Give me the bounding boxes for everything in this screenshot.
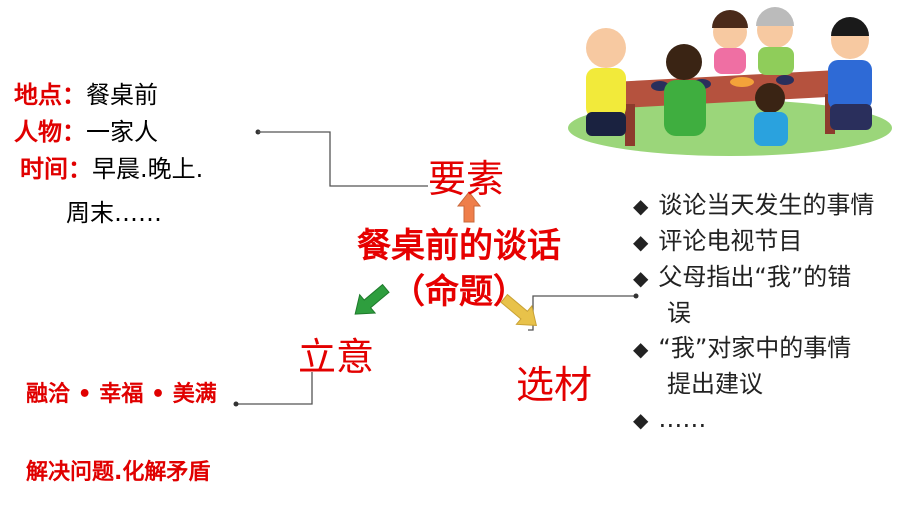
material-item: 父母指出“我”的错 xyxy=(633,260,918,296)
people-key: 人物： xyxy=(14,118,86,146)
node-elements: 要素 xyxy=(428,157,505,201)
people-value: 一家人 xyxy=(86,118,158,146)
material-item: 谈论当天发生的事情 xyxy=(633,188,918,224)
place-value: 餐桌前 xyxy=(86,81,158,109)
time-value: 早晨.晚上. xyxy=(92,155,204,183)
time-value-cont: 周末…… xyxy=(66,199,162,227)
arrow-down-left-icon xyxy=(354,283,390,315)
place-key: 地点： xyxy=(14,81,86,109)
material-list: 谈论当天发生的事情 评论电视节目 父母指出“我”的错 误 “我”对家中的事情 提… xyxy=(633,188,918,438)
material-item-cont: 误 xyxy=(667,299,691,327)
connector-elements xyxy=(255,129,428,187)
time-key: 时间： xyxy=(20,155,92,183)
theme-note-2: 解决问题.化解矛盾 xyxy=(26,460,211,485)
theme-note-1: 融洽 • 幸福 • 美满 xyxy=(26,382,217,407)
connector-theme xyxy=(233,372,313,407)
arrow-down-right-icon xyxy=(500,293,538,326)
material-item-cont: 提出建议 xyxy=(667,370,763,398)
material-item: …… xyxy=(633,402,918,438)
material-item: 评论电视节目 xyxy=(633,224,918,260)
info-people: 人物：一家人 xyxy=(14,117,158,147)
center-title: 餐桌前的谈话 xyxy=(357,226,561,266)
node-theme: 立意 xyxy=(298,335,375,379)
family-dinner-illustration xyxy=(568,7,892,156)
info-place: 地点：餐桌前 xyxy=(14,80,158,110)
node-material: 选材 xyxy=(516,363,593,407)
center-subtitle: （命题） xyxy=(391,272,527,312)
info-time: 时间：早晨.晚上. xyxy=(20,154,203,184)
info-time-cont: 周末…… xyxy=(66,198,162,228)
material-item: “我”对家中的事情 xyxy=(633,331,918,367)
arrow-up-icon xyxy=(456,191,482,223)
